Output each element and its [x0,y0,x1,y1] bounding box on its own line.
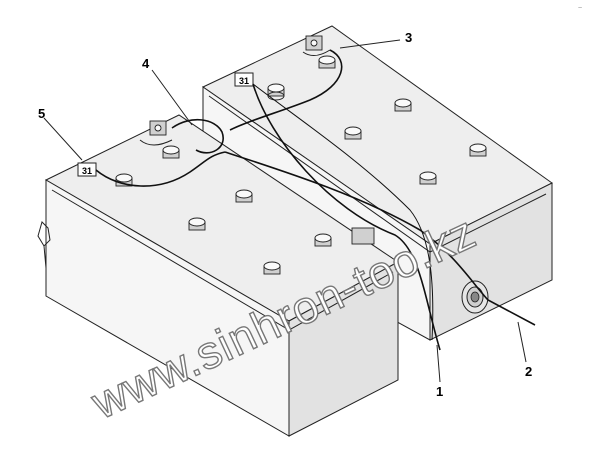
cable-2 [224,151,536,326]
corner-mark: ~ [578,5,582,12]
front-battery-terminal-clamp [139,120,173,146]
vent-cap [344,126,362,140]
front-battery-vent-caps [115,145,332,275]
cable-aux [252,83,434,341]
vent-cap [318,55,336,69]
callout-5: 5 [38,106,45,121]
leader-2 [517,321,527,363]
vent-cap [469,143,487,157]
callout-2: 2 [525,364,532,379]
cables [95,49,536,351]
front-terminal-tag-label: 31 [82,166,92,176]
vent-cap [394,98,412,112]
front-battery: 31 [37,114,399,437]
callout-1: 1 [436,384,443,399]
callout-leaders [43,39,527,383]
cable-1 [252,83,441,351]
callout-4: 4 [142,56,150,71]
callout-3: 3 [405,30,412,45]
vent-cap [162,145,180,159]
leader-5 [43,117,83,161]
vent-cap [235,189,253,203]
cable-5 [95,151,226,187]
rear-terminal-tag-label: 31 [239,76,249,86]
leader-4 [151,69,193,126]
leader-3 [339,39,401,49]
callout-labels: 1 2 3 4 5 [38,30,532,399]
vent-cap [314,233,332,247]
rear-battery-vent-caps [267,55,487,185]
front-battery-handle [37,221,51,269]
rear-battery-side [429,182,553,341]
vent-cap [263,261,281,275]
leader-1 [436,344,441,383]
vent-cap [267,83,285,101]
rear-battery-terminal-clamp [302,35,331,56]
vent-cap [188,217,206,231]
rear-battery-terminal-tag: 31 [234,72,254,87]
vent-cap [419,171,437,185]
front-battery-side [288,261,399,437]
front-battery-terminal-tag: 31 [77,162,97,177]
cable-3 [229,49,343,131]
cable-grommet [461,280,489,314]
connector-block [351,227,375,245]
